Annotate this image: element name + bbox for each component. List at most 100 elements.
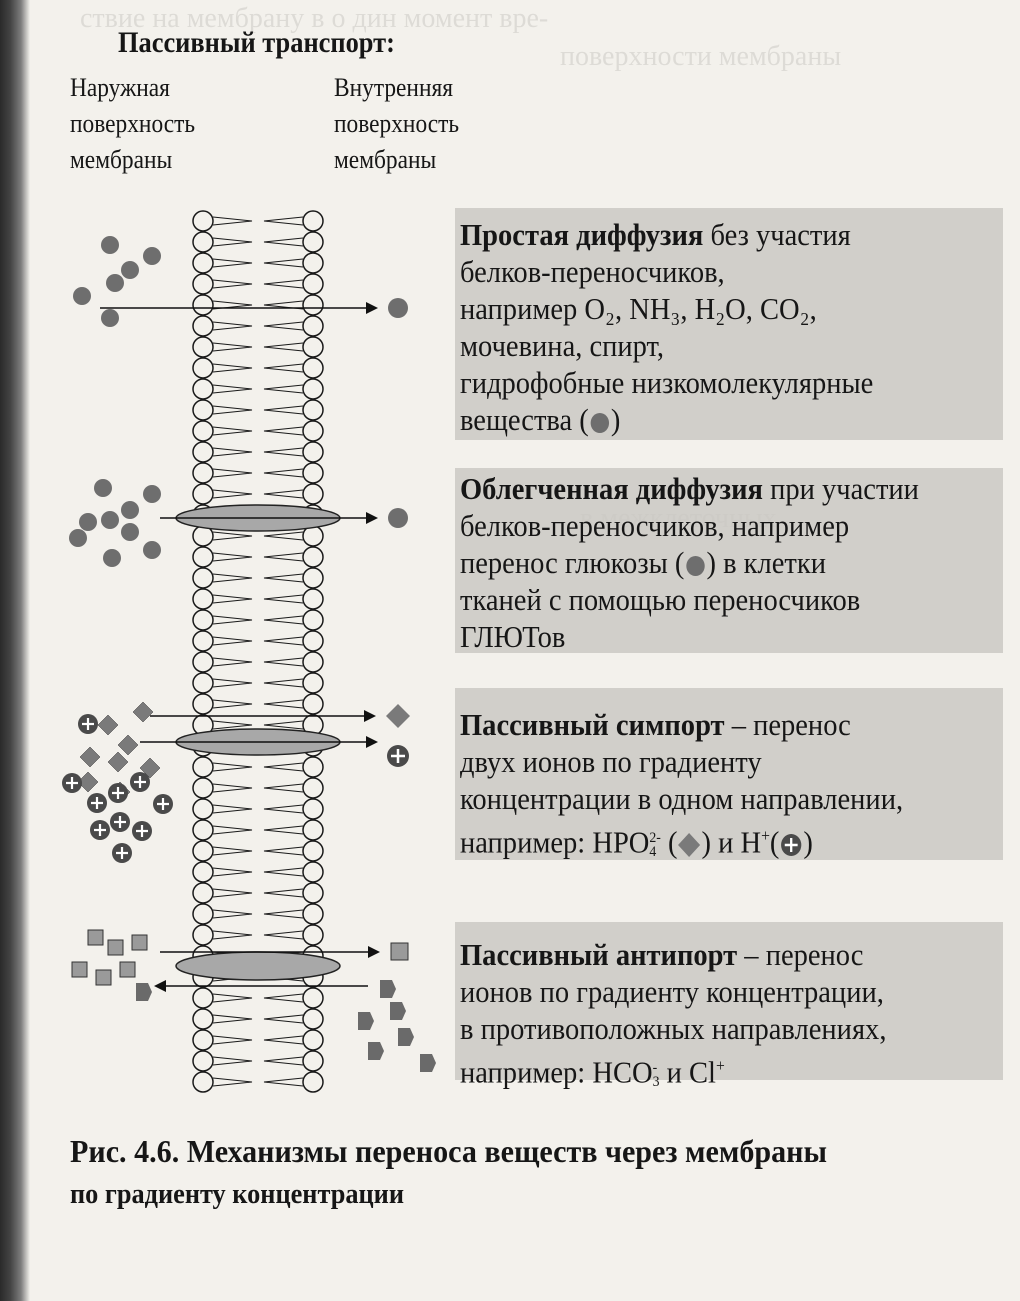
lipid-head [192, 630, 214, 652]
lipid-tail [263, 846, 304, 856]
lipid-head [192, 441, 214, 463]
lipid-head [192, 273, 214, 295]
lipid-head [192, 1050, 214, 1072]
lipid-tail [263, 678, 304, 688]
lipid-tail [263, 216, 304, 226]
lipid-head [192, 903, 214, 925]
lipid-head [302, 231, 324, 253]
lipid-head [302, 399, 324, 421]
lipid-tail [263, 426, 304, 436]
lipid-head [192, 567, 214, 589]
lipid-tail [263, 258, 304, 268]
symport-result-plus [387, 745, 409, 767]
lipid-head [192, 609, 214, 631]
symport-diamonds [77, 701, 161, 803]
lipid-head [192, 651, 214, 673]
lipid-head [302, 924, 324, 946]
shaded-box-simple [455, 208, 1003, 440]
lipid-tail [263, 363, 304, 373]
lipid-head [192, 882, 214, 904]
lipid-head [192, 315, 214, 337]
caption-line-1: Рис. 4.6. Механизмы переноса веществ чер… [70, 1133, 827, 1169]
lipid-head [302, 693, 324, 715]
lipid-head [192, 693, 214, 715]
lipid-tail [263, 783, 304, 793]
lipid-tail [212, 783, 253, 793]
lipid-tail [212, 804, 253, 814]
lipid-tail [263, 657, 304, 667]
lipid-head [302, 798, 324, 820]
lipid-head [192, 483, 214, 505]
lipid-tail [212, 468, 253, 478]
lipid-tail [263, 447, 304, 457]
lipid-tail [212, 405, 253, 415]
lipid-head [192, 861, 214, 883]
antiport-arrows [154, 946, 380, 992]
lipid-head [302, 441, 324, 463]
lipid-tail [212, 825, 253, 835]
symport-arrows [140, 710, 378, 748]
lipid-head [302, 840, 324, 862]
lipid-head [192, 420, 214, 442]
symport-result-diamond [386, 704, 410, 728]
lipid-head [192, 462, 214, 484]
lipid-head [192, 546, 214, 568]
lipid-head [302, 294, 324, 316]
page-spine-shadow [0, 0, 30, 1301]
lipid-tail [212, 552, 253, 562]
lipid-tail [212, 1035, 253, 1045]
lipid-tail [212, 657, 253, 667]
lipid-tail [263, 615, 304, 625]
lipid-tail [212, 279, 253, 289]
figure-caption: Рис. 4.6. Механизмы переноса веществ чер… [70, 1130, 827, 1216]
lipid-tail [212, 993, 253, 1003]
lipid-head [302, 336, 324, 358]
lipid-tail [263, 804, 304, 814]
lipid-tail [212, 594, 253, 604]
lipid-head [192, 210, 214, 232]
figure-heading: Пассивный транспорт: [118, 26, 395, 59]
lipid-tail [212, 930, 253, 940]
lipid-head [192, 588, 214, 610]
lipid-tail [212, 720, 253, 730]
simple-diffusion-arrow [100, 302, 378, 314]
symport-hydrogen-ions [62, 714, 173, 863]
plus-circle-symbol-icon [781, 834, 802, 857]
simple-diffusion-description: Простая диффузия без участия белков-пере… [460, 217, 874, 437]
lipid-tail [263, 636, 304, 646]
lipid-head [302, 861, 324, 883]
lipid-head [302, 315, 324, 337]
passive-symport-description: Пассивный симпорт – перенос двух ионов п… [460, 707, 904, 861]
lipid-head [302, 651, 324, 673]
antiport-result-pentagon [380, 980, 396, 998]
antiport-squares [71, 929, 148, 986]
lipid-tail [263, 552, 304, 562]
lipid-tail [212, 762, 253, 772]
lipid-tail [212, 237, 253, 247]
lipid-head [192, 756, 214, 778]
lipid-tail [263, 1077, 304, 1087]
lipid-tail [263, 573, 304, 583]
lipid-head [302, 672, 324, 694]
lipid-tail [263, 468, 304, 478]
lipid-tail [263, 237, 304, 247]
diamond-symbol-icon [678, 833, 701, 858]
lipid-tail [263, 321, 304, 331]
lipid-tail [212, 909, 253, 919]
lipid-tail [212, 258, 253, 268]
lipid-head [302, 1008, 324, 1030]
lipid-tail [263, 762, 304, 772]
lipid-head [192, 1029, 214, 1051]
lipid-head [192, 399, 214, 421]
bleed-through-text: ствие на мембрану в о дин момент вре- [80, 3, 549, 34]
lipid-head [302, 819, 324, 841]
circle-symbol-icon [590, 412, 610, 433]
lipid-head [192, 987, 214, 1009]
lipid-head [192, 819, 214, 841]
facilitated-result-particle [388, 508, 408, 528]
lipid-head [302, 357, 324, 379]
antiport-result-square [390, 942, 409, 961]
shaded-box-antiport [455, 922, 1003, 1080]
lipid-tail [212, 699, 253, 709]
simple-diffusion-particles [73, 236, 161, 327]
